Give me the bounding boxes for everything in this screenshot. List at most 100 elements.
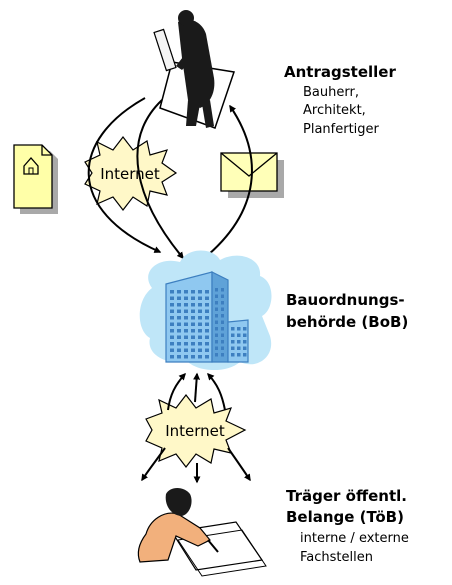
building-window [177, 296, 181, 300]
building-window [221, 288, 224, 292]
building-window [243, 353, 247, 357]
building-window [184, 355, 188, 359]
building-window [170, 335, 174, 339]
arrow-up-right [207, 372, 226, 411]
building-window [215, 301, 218, 305]
building-window [198, 329, 202, 333]
building-window [191, 329, 195, 333]
building-window [221, 333, 224, 337]
building-window [231, 340, 235, 344]
building-window [205, 342, 209, 346]
building-window [198, 296, 202, 300]
building-window [231, 333, 235, 337]
public-bodies-title-line-1: Träger öffentl. [286, 487, 407, 505]
building-window [221, 307, 224, 311]
arrow-down-right [227, 447, 251, 482]
building-window [243, 340, 247, 344]
building-window [221, 340, 224, 344]
arrow-envelope-to-applicant [207, 104, 253, 256]
arrow-down-left [141, 447, 166, 482]
building-window [191, 355, 195, 359]
building-window [237, 333, 241, 337]
building-window [177, 348, 181, 352]
applicant-role-3: Planfertiger [303, 122, 379, 137]
building-window [237, 353, 241, 357]
building-window [205, 355, 209, 359]
building-window [177, 355, 181, 359]
building-window [191, 322, 195, 326]
building-window [177, 316, 181, 320]
building-window [215, 294, 218, 298]
building-window [243, 333, 247, 337]
building-window [184, 303, 188, 307]
building-window [205, 296, 209, 300]
internet-label-lower: Internet [165, 422, 225, 440]
building-window [243, 327, 247, 331]
building-window [177, 303, 181, 307]
building-window [177, 309, 181, 313]
building-window [215, 320, 218, 324]
building-window [198, 322, 202, 326]
building-window [198, 355, 202, 359]
building-window [221, 320, 224, 324]
building-window [191, 316, 195, 320]
building-window [221, 327, 224, 331]
building-window [170, 296, 174, 300]
public-bodies-title-line-2: Belange (TöB) [286, 508, 404, 526]
envelope-icon [220, 152, 284, 198]
building-window [231, 346, 235, 350]
building-window [170, 355, 174, 359]
building-window [221, 294, 224, 298]
building-window [170, 290, 174, 294]
building-window [198, 335, 202, 339]
building-window [177, 342, 181, 346]
building-window [221, 314, 224, 318]
building-window [177, 290, 181, 294]
building-window [231, 327, 235, 331]
building-window [177, 335, 181, 339]
building-window [191, 290, 195, 294]
building-window [170, 309, 174, 313]
businessman-icon [153, 10, 235, 129]
building-window [198, 309, 202, 313]
building-window [191, 296, 195, 300]
arrow-up-mid [193, 372, 201, 403]
public-bodies-line-1: interne / externe [300, 531, 409, 546]
building-window [215, 353, 218, 357]
building-window [191, 303, 195, 307]
building-window [237, 340, 241, 344]
building-window [237, 327, 241, 331]
building-window [184, 296, 188, 300]
building-window [198, 303, 202, 307]
building-window [215, 346, 218, 350]
building-window [215, 288, 218, 292]
building-window [215, 340, 218, 344]
building-window [205, 335, 209, 339]
building-window [221, 301, 224, 305]
internet-burst-lower: Internet [145, 394, 247, 468]
flow-arrows-upper [87, 97, 253, 260]
internet-label-upper: Internet [100, 165, 160, 183]
building-window [198, 290, 202, 294]
building-window [221, 346, 224, 350]
building-window [170, 348, 174, 352]
building-window [205, 322, 209, 326]
building-window [198, 348, 202, 352]
building-window [184, 348, 188, 352]
arrow-document-to-authority [87, 97, 162, 253]
building-window [205, 348, 209, 352]
authority-title-line-2: behörde (BoB) [286, 313, 409, 331]
building-window [237, 346, 241, 350]
building-window [221, 353, 224, 357]
public-bodies-line-2: Fachstellen [300, 550, 373, 565]
building-window [170, 316, 174, 320]
building-window [205, 316, 209, 320]
building-window [205, 290, 209, 294]
writing-person-icon [137, 488, 267, 577]
building-window [205, 309, 209, 313]
building-window [243, 346, 247, 350]
building-window [184, 309, 188, 313]
building-window [184, 335, 188, 339]
authority-title-line-1: Bauordnungs- [286, 291, 405, 309]
